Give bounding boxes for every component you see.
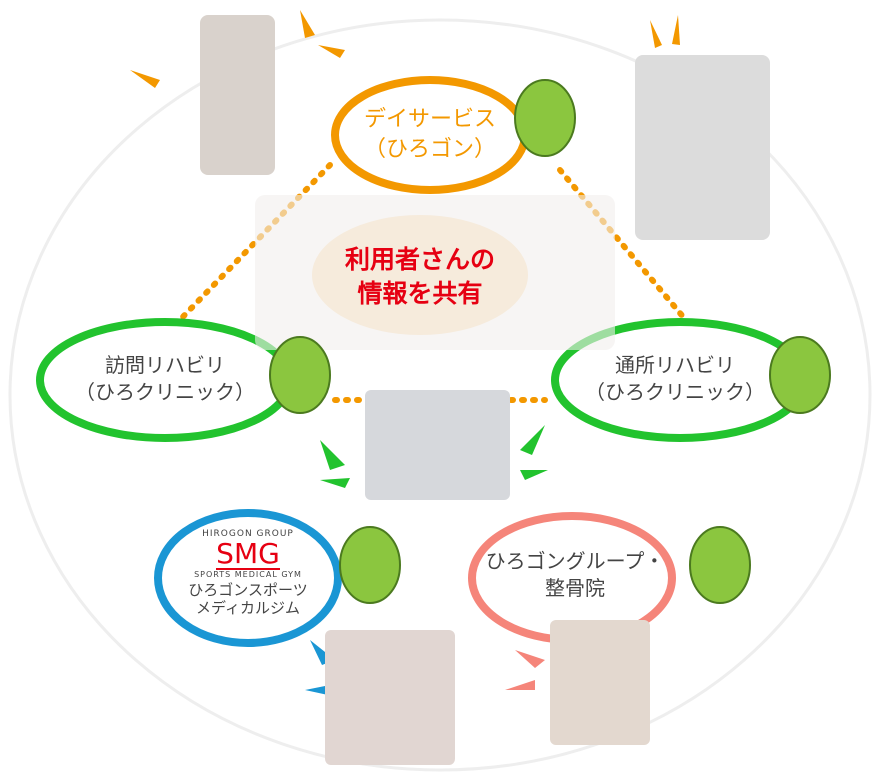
seikotsu-subtitle: 整骨院 (545, 576, 605, 600)
smg-bubble (154, 509, 342, 647)
home-rehab-subtitle: （ひろクリニック） (75, 380, 255, 404)
photo-placeholders (200, 15, 770, 765)
smg-logo: SMG (216, 537, 280, 571)
outpatient-rehab-label: 通所リハビリ （ひろクリニック） (560, 352, 790, 406)
day-service-label: デイサービス （ひろゴン） (335, 105, 525, 164)
seikotsu-label: ひろゴングループ・ 整骨院 (480, 548, 670, 602)
mascot-icons (269, 79, 831, 604)
day-service-title: デイサービス (363, 107, 496, 132)
burst-marks (130, 10, 680, 88)
smg-logo-label: HIROGON GROUP SMG SPORTS MEDICAL GYM ひろゴ… (168, 528, 328, 617)
home-rehab-title: 訪問リハビリ (105, 353, 225, 377)
shared-info-line2: 情報を共有 (357, 278, 483, 308)
shared-info-line1: 利用者さんの (344, 245, 495, 274)
outpatient-rehab-subtitle: （ひろクリニック） (585, 380, 765, 404)
smg-group: HIROGON GROUP (202, 529, 294, 539)
outpatient-rehab-title: 通所リハビリ (615, 353, 735, 377)
outer-circle (8, 18, 872, 772)
seikotsu-title: ひろゴングループ・ (485, 549, 665, 573)
smg-name-line1: ひろゴンスポーツ (188, 580, 308, 599)
day-service-subtitle: （ひろゴン） (363, 136, 496, 162)
shared-info-label: 利用者さんの 情報を共有 (312, 243, 528, 311)
smg-name-line2: メディカルジム (196, 598, 300, 617)
smg-subtitle: SPORTS MEDICAL GYM (194, 570, 302, 580)
home-rehab-label: 訪問リハビリ （ひろクリニック） (50, 352, 280, 406)
